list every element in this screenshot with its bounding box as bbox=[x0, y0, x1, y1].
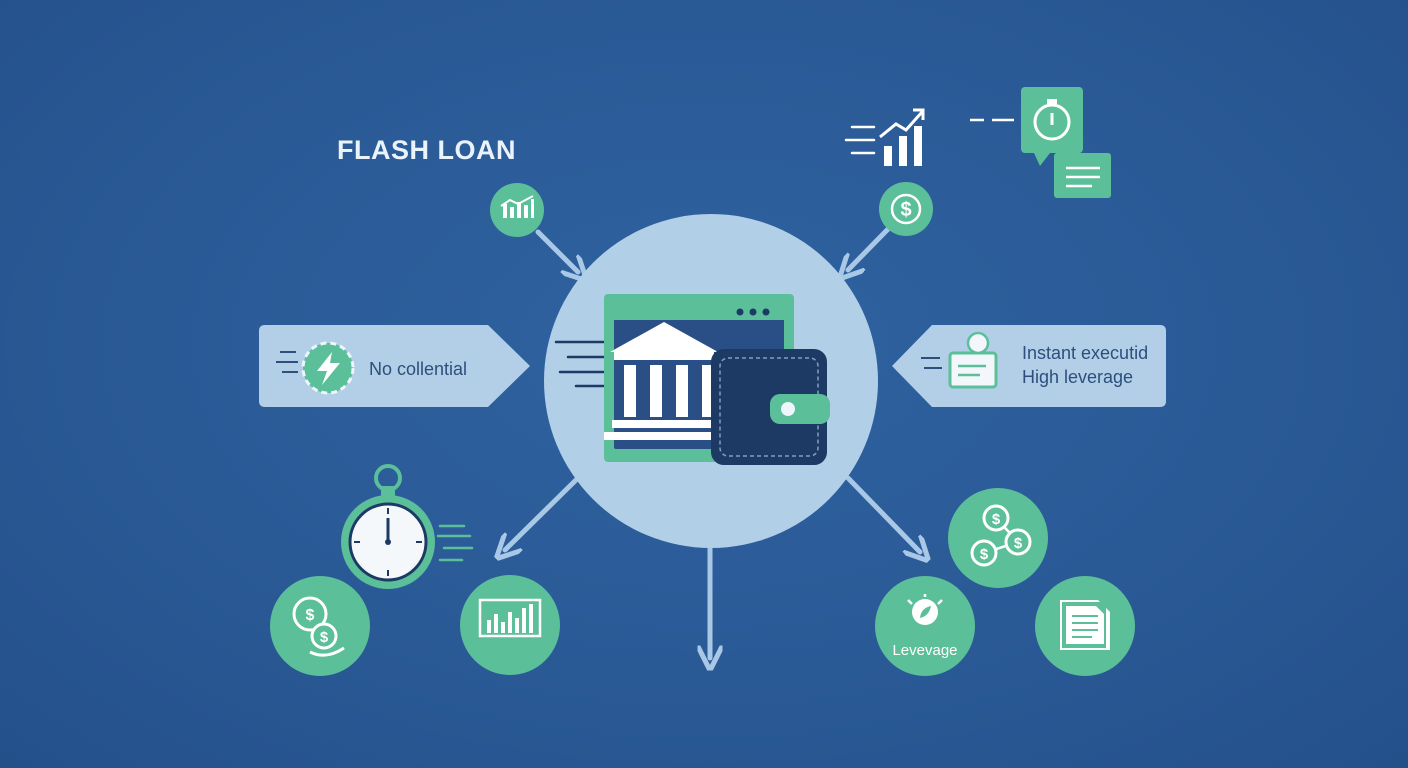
arrow-bottom-right bbox=[845, 475, 920, 552]
coins-network-icon: $ $ $ bbox=[948, 488, 1048, 588]
stopwatch-icon bbox=[341, 464, 474, 589]
arrow-top-left bbox=[535, 229, 578, 272]
timer-chat-icon bbox=[970, 87, 1083, 166]
message-icon bbox=[921, 331, 998, 389]
svg-text:$: $ bbox=[1014, 535, 1023, 552]
svg-text:$: $ bbox=[992, 511, 1001, 528]
connector-arrows bbox=[505, 224, 920, 658]
chart-icon bbox=[490, 183, 544, 237]
bank-wallet-icon bbox=[554, 294, 830, 465]
left-callout-box bbox=[259, 325, 530, 407]
dollar-icon: $ bbox=[879, 182, 933, 236]
hand-dollar-icon: $ $ bbox=[270, 576, 370, 676]
leverage-label: Levevage bbox=[892, 642, 958, 659]
high-leverage-label: High leverage bbox=[1022, 367, 1134, 387]
arrow-top-right bbox=[848, 224, 893, 270]
no-collateral-label: No collential bbox=[369, 359, 468, 379]
message-doc-icon bbox=[1054, 153, 1111, 198]
document-icon bbox=[1035, 576, 1135, 676]
lightning-icon bbox=[276, 341, 355, 395]
svg-text:$: $ bbox=[320, 629, 329, 646]
leverage-icon bbox=[875, 576, 975, 676]
right-callout-box bbox=[892, 325, 1166, 407]
svg-text:$: $ bbox=[306, 607, 315, 624]
instant-execution-label: Instant executid bbox=[1022, 343, 1149, 363]
arrow-bottom-left bbox=[505, 475, 581, 550]
svg-text:$: $ bbox=[900, 199, 911, 221]
page-title: FLASH LOAN bbox=[337, 135, 516, 165]
growth-chart-icon bbox=[844, 108, 925, 166]
svg-text:$: $ bbox=[980, 546, 989, 563]
bar-chart-icon bbox=[460, 575, 560, 675]
